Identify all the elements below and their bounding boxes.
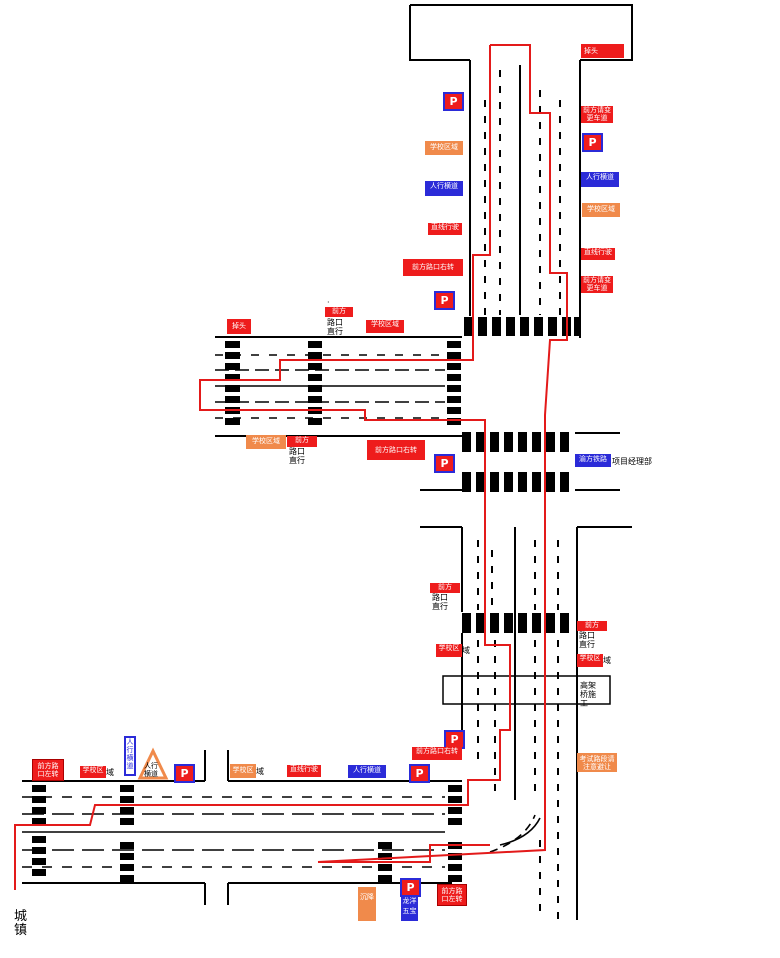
sign-turnaround-left: 掉头	[227, 319, 251, 334]
sign-left-turn: 前方路 口左转	[32, 759, 64, 781]
sign-straight: 直线行驶	[428, 223, 462, 235]
sign-school-zone: 学校区	[80, 766, 106, 778]
sign-crosswalk: 人行横道	[581, 172, 619, 187]
left-crosswalk-1	[225, 341, 240, 425]
sign-lane-change-2: 前方请变 更车道	[581, 276, 613, 293]
sign-turnaround-top: 掉头	[581, 44, 624, 58]
test-route-line-lower	[318, 844, 490, 863]
warning-triangle-icon	[137, 747, 169, 780]
sign-longyang-wubao: 龙洋 五宝	[401, 895, 418, 921]
parking-icon: P	[434, 454, 455, 473]
zone-suffix: 域	[462, 646, 470, 655]
lower-lane-markings	[477, 540, 559, 920]
turnaround-box	[409, 4, 633, 61]
zone-suffix: 域	[603, 656, 611, 665]
sign-crosswalk-vertical: 人行 横道	[124, 736, 136, 776]
test-route-line-return	[14, 45, 511, 890]
bottom-crosswalk-3	[378, 842, 392, 882]
small-dot-marker: ·	[327, 298, 330, 307]
parking-icon: P	[582, 133, 603, 152]
label-intersection-straight: 路口 直行	[327, 318, 343, 336]
zone-suffix: 域	[106, 768, 114, 777]
middle-crosswalk-top	[462, 432, 569, 452]
middle-road-edges	[420, 432, 632, 528]
sign-right-turn: 前方路口右转	[403, 259, 463, 276]
sign-right-turn: 前方路口右转	[412, 747, 462, 760]
test-route-line	[317, 44, 568, 863]
overpass-zone	[442, 675, 611, 705]
label-intersection-straight: 路口 直行	[289, 447, 305, 465]
label-chengzhen: 城镇	[14, 909, 28, 938]
sign-lane-change-1: 前方请变 更车道	[581, 106, 613, 123]
left-crosswalk-3	[447, 341, 461, 425]
sign-school-zone: 学校区	[577, 654, 603, 667]
bottom-crosswalk-4	[448, 785, 462, 882]
lower-road-edges	[461, 527, 578, 920]
sign-school-zone: 学校区域	[366, 320, 404, 333]
label-intersection-straight: 路口 直行	[432, 593, 448, 611]
sign-test-section: 考试路段请 注意避让	[577, 753, 617, 772]
parking-icon: P	[434, 291, 455, 310]
parking-icon: P	[443, 92, 464, 111]
upper-road-edges	[469, 60, 581, 338]
parking-icon: P	[409, 764, 430, 783]
parking-icon: P	[174, 764, 195, 783]
lower-crosswalk	[462, 613, 569, 633]
sign-right-turn: 前方路口右转	[367, 440, 425, 460]
crosswalk-upper	[464, 317, 581, 336]
sign-school-zone: 学校区域	[425, 141, 463, 155]
sign-school-zone: 学校区	[436, 644, 462, 657]
sign-yufang-rail: 渝方铁路	[575, 454, 611, 467]
label-crosswalk-triangle: 人行 横道	[144, 762, 158, 778]
left-crosswalk-2	[308, 341, 322, 425]
sign-front: 前方	[325, 307, 353, 317]
bottom-crosswalk-1	[32, 785, 46, 876]
sign-left-turn: 前方路 口左转	[437, 884, 467, 906]
sign-front: 前方	[287, 436, 317, 447]
bottom-crosswalk-2	[120, 785, 134, 882]
sign-crosswalk: 人行横道	[348, 765, 386, 778]
label-overpass: 高架 桥施 工	[580, 681, 596, 708]
sign-straight: 直线行驶	[287, 765, 321, 777]
parking-icon: P	[444, 730, 465, 749]
sign-crosswalk: 人行横道	[425, 181, 463, 196]
sign-straight: 直线行驶	[581, 248, 615, 260]
upper-lane-markings	[484, 70, 561, 315]
sign-subsidence: 沉降	[358, 887, 376, 921]
ramp-curve	[489, 814, 541, 853]
sign-front: 前方	[577, 621, 607, 631]
middle-crosswalk-bottom	[462, 472, 569, 492]
label-intersection-straight: 路口 直行	[579, 631, 595, 649]
zone-suffix: 域	[256, 767, 264, 776]
sign-school-zone: 学校区域	[246, 435, 286, 449]
sign-school-zone: 学校区域	[582, 203, 620, 217]
sign-front: 前方	[430, 583, 460, 593]
left-lane-markings	[215, 354, 445, 419]
label-project-dept: 项目经理部	[612, 457, 652, 466]
sign-school-zone: 学校区	[230, 764, 256, 778]
